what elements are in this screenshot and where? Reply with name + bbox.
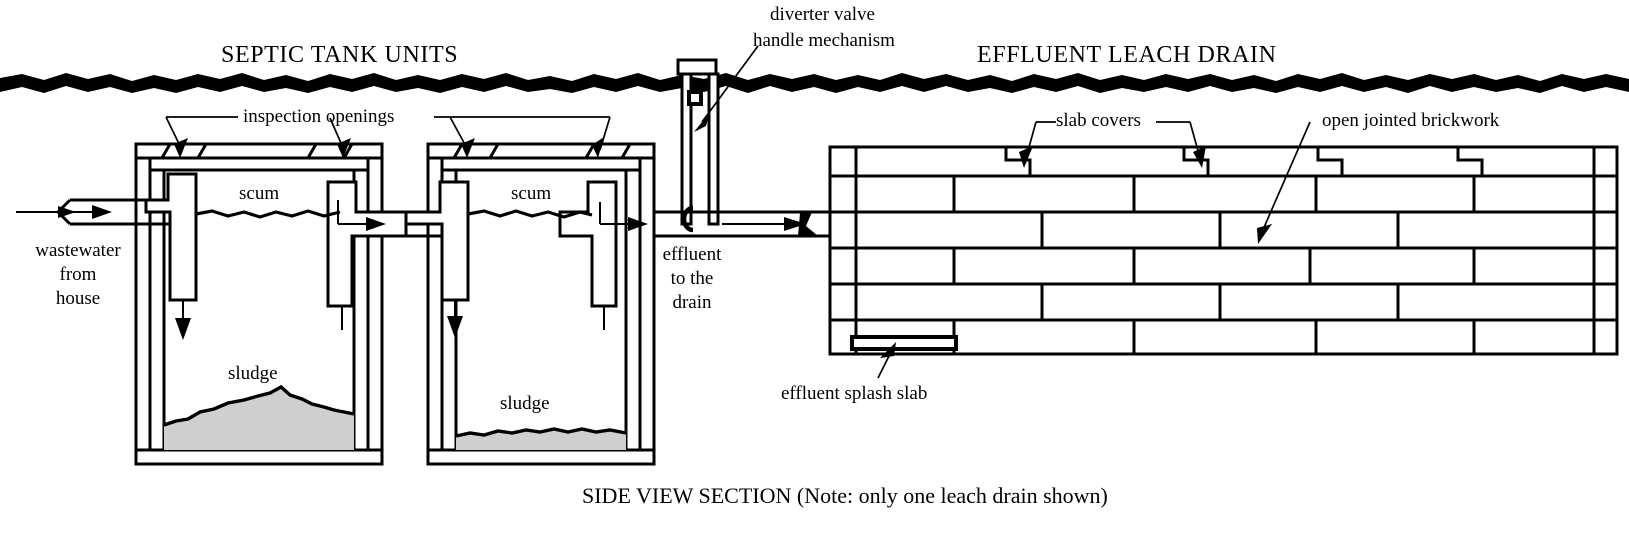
- label-slab-covers: slab covers: [1056, 110, 1141, 131]
- diagram-caption: SIDE VIEW SECTION (Note: only one leach …: [582, 483, 1108, 508]
- label-sludge-chamber-1: sludge: [228, 363, 278, 384]
- transfer-baffle: [326, 180, 470, 338]
- label-wastewater-line-2: from: [59, 264, 97, 285]
- diverter-valve-shaft: [676, 58, 720, 233]
- scum-layers: [195, 209, 593, 219]
- septic-tank-chamber-2: [426, 142, 656, 466]
- ground-line: [0, 73, 1629, 93]
- label-scum-chamber-2: scum: [511, 183, 552, 204]
- label-effluent-splash-slab: effluent splash slab: [781, 383, 928, 404]
- label-wastewater-line-3: house: [55, 288, 101, 309]
- label-open-jointed-brickwork: open jointed brickwork: [1322, 110, 1500, 131]
- label-effluent-line-3: drain: [672, 292, 712, 313]
- label-wastewater-line-1: wastewater: [35, 240, 121, 261]
- outlet-baffle: [558, 180, 648, 330]
- septic-tank-chamber-1: [134, 142, 384, 466]
- effluent-splash-slab: [850, 335, 958, 351]
- label-sludge-chamber-2: sludge: [500, 393, 550, 414]
- label-inspection-openings: inspection openings: [243, 106, 395, 127]
- title-septic-tank-units: SEPTIC TANK UNITS: [221, 42, 459, 68]
- label-scum-chamber-1: scum: [239, 183, 280, 204]
- leader-lines: [165, 45, 1311, 379]
- leach-drain-brickwork: [828, 145, 1619, 356]
- label-diverter-valve: diverter valve: [770, 4, 875, 25]
- label-effluent-line-1: effluent: [662, 244, 722, 265]
- label-handle-mechanism: handle mechanism: [753, 30, 895, 51]
- inlet-baffle: [144, 172, 198, 340]
- title-effluent-leach-drain: EFFLUENT LEACH DRAIN: [977, 42, 1277, 68]
- label-effluent-line-2: to the: [670, 268, 714, 289]
